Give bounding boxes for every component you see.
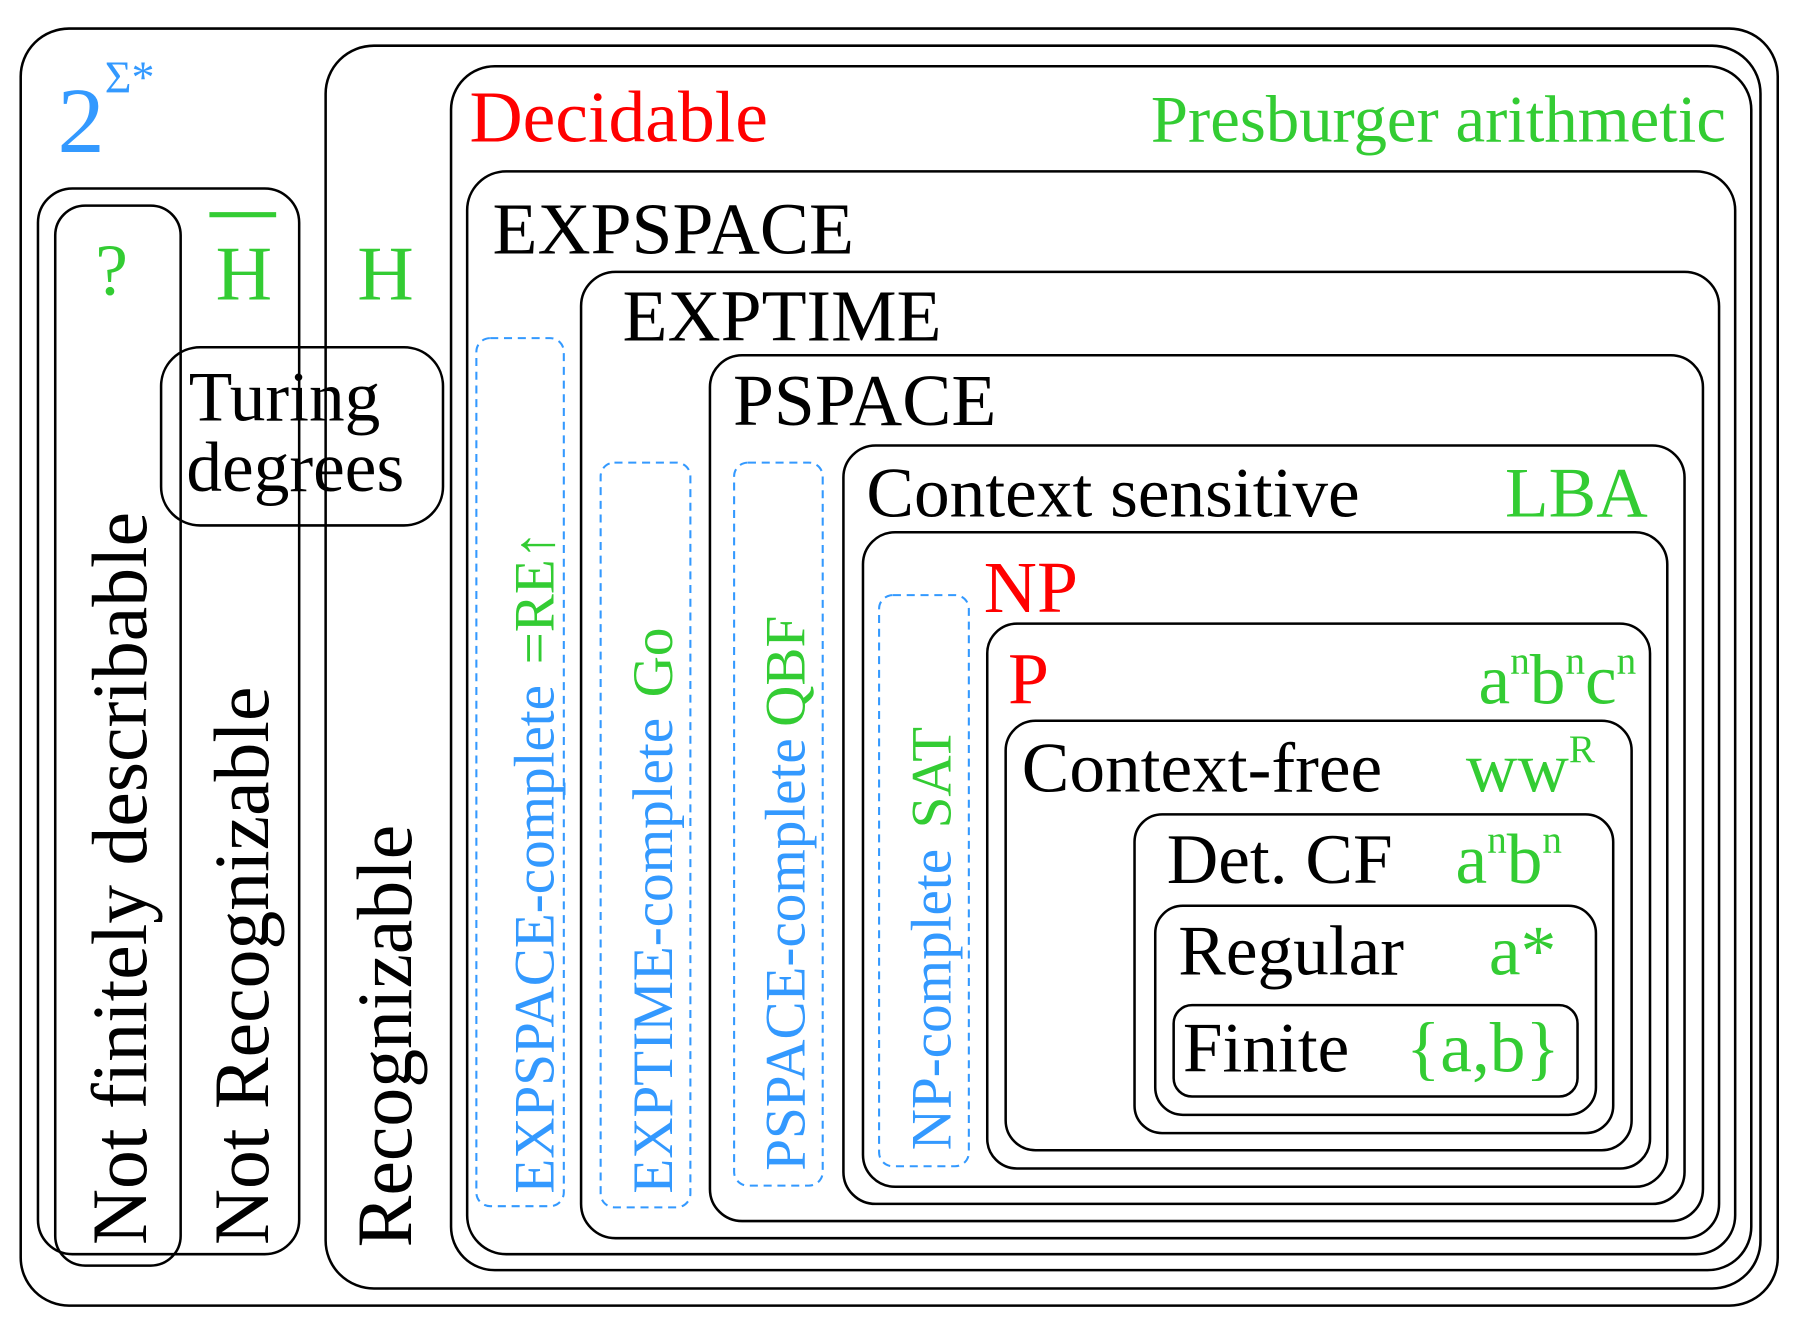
anbncn-n3: n bbox=[1617, 640, 1637, 683]
turing-degrees-label-line1: Turing bbox=[189, 359, 381, 437]
universe-box bbox=[19, 27, 1780, 1307]
wwr-example: wwR bbox=[1466, 728, 1595, 808]
wwr-base: ww bbox=[1466, 730, 1569, 808]
pspace-complete-text: PSPACE-complete bbox=[754, 738, 817, 1171]
qbf-example: QBF bbox=[754, 616, 817, 727]
universe-label: 2Σ* bbox=[58, 52, 155, 173]
anbn-example: anbn bbox=[1456, 819, 1562, 899]
decidable-label: Decidable bbox=[469, 77, 767, 158]
re-arrow-example: =RE↑ bbox=[503, 531, 566, 665]
not-finitely-describable-box bbox=[53, 204, 182, 1267]
universe-base: 2 bbox=[58, 69, 105, 173]
anbn-n2: n bbox=[1542, 819, 1562, 862]
anbncn-n2: n bbox=[1565, 640, 1585, 683]
np-complete-box bbox=[878, 594, 970, 1168]
anbn-a: a bbox=[1456, 821, 1488, 899]
np-complete-label: NP-complete SAT bbox=[900, 727, 963, 1150]
anbncn-a: a bbox=[1479, 642, 1511, 720]
lba-example: LBA bbox=[1505, 455, 1648, 533]
exptime-box bbox=[579, 270, 1721, 1240]
wwr-exp: R bbox=[1569, 728, 1595, 771]
not-recognizable-label: Not Recognizable bbox=[199, 687, 285, 1245]
expspace-label: EXPSPACE bbox=[492, 189, 853, 270]
np-box bbox=[861, 531, 1669, 1189]
anbn-n1: n bbox=[1487, 819, 1507, 862]
anbncn-b: b bbox=[1530, 642, 1566, 720]
presburger-example: Presburger arithmetic bbox=[1151, 84, 1726, 157]
pspace-complete-label: PSPACE-complete QBF bbox=[754, 616, 817, 1171]
exptime-complete-text: EXPTIME-complete bbox=[622, 718, 685, 1194]
not-recognizable-box bbox=[36, 187, 301, 1256]
anbn-b: b bbox=[1507, 821, 1543, 899]
finite-box bbox=[1172, 1003, 1579, 1098]
det-cf-label: Det. CF bbox=[1167, 821, 1393, 899]
exptime-label: EXPTIME bbox=[622, 276, 941, 357]
anbncn-n1: n bbox=[1510, 640, 1530, 683]
p-label: P bbox=[1008, 639, 1049, 720]
p-box bbox=[985, 622, 1652, 1170]
unknown-example: ? bbox=[95, 230, 128, 311]
regular-label: Regular bbox=[1178, 913, 1404, 991]
recognizable-box bbox=[324, 44, 1762, 1290]
pspace-complete-box bbox=[733, 461, 824, 1187]
np-complete-text: NP-complete bbox=[900, 849, 963, 1150]
det-cf-box bbox=[1133, 813, 1615, 1135]
context-sensitive-box bbox=[842, 444, 1686, 1206]
decidable-box bbox=[449, 64, 1753, 1272]
sat-example: SAT bbox=[900, 727, 963, 829]
exptime-complete-label: EXPTIME-complete Go bbox=[622, 628, 685, 1194]
regular-box bbox=[1153, 904, 1598, 1117]
expspace-box bbox=[465, 170, 1737, 1256]
turing-degrees-label-line2: degrees bbox=[186, 429, 404, 507]
h-example: H bbox=[357, 231, 414, 317]
context-free-box bbox=[1004, 719, 1633, 1152]
go-example: Go bbox=[622, 628, 685, 698]
context-free-label: Context-free bbox=[1022, 730, 1382, 808]
not-finitely-describable-label: Not finitely describable bbox=[77, 512, 163, 1245]
finite-label: Finite bbox=[1183, 1010, 1349, 1088]
anbncn-example: anbncn bbox=[1479, 640, 1637, 720]
expspace-complete-box bbox=[475, 337, 565, 1208]
pspace-box bbox=[708, 353, 1705, 1223]
recognizable-label: Recognizable bbox=[342, 825, 428, 1248]
exptime-complete-box bbox=[599, 461, 692, 1209]
context-sensitive-label: Context sensitive bbox=[866, 455, 1359, 533]
pspace-label: PSPACE bbox=[733, 360, 996, 441]
h-complement-example: H bbox=[216, 231, 273, 317]
anbncn-c: c bbox=[1585, 642, 1617, 720]
ab-set-example: {a,b} bbox=[1406, 1010, 1560, 1088]
expspace-complete-label: EXPSPACE-complete =RE↑ bbox=[503, 531, 566, 1194]
a-star-example: a* bbox=[1489, 913, 1556, 991]
turing-degrees-box bbox=[159, 345, 445, 527]
np-label: NP bbox=[984, 547, 1078, 628]
universe-exponent: Σ* bbox=[105, 52, 155, 103]
expspace-complete-text: EXPSPACE-complete bbox=[503, 685, 566, 1194]
